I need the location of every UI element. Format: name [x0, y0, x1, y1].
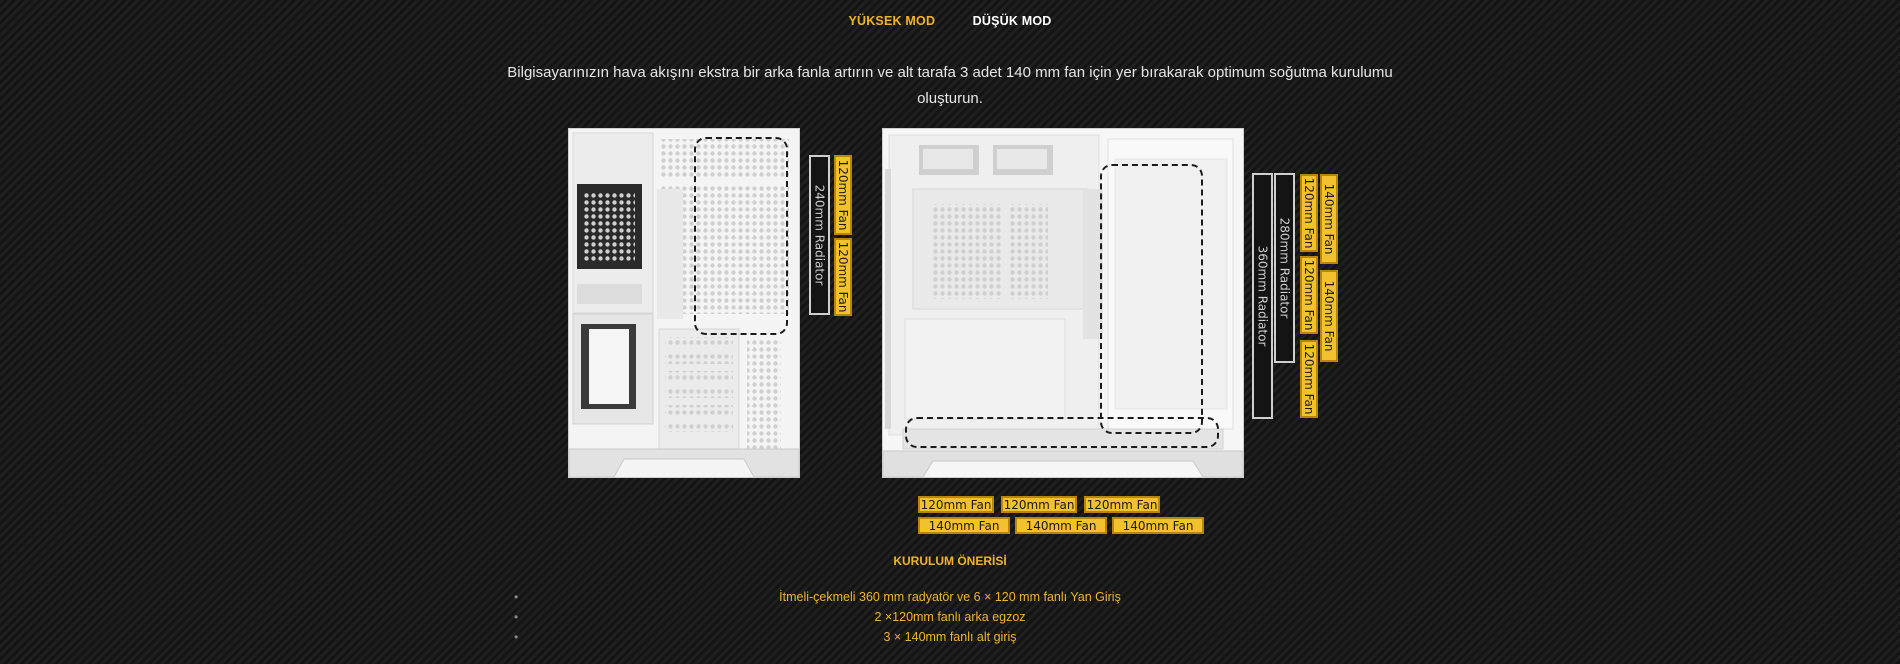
rear-radiator-text: 240mm Radiator [812, 184, 827, 286]
recommendation-title: KURULUM ÖNERİSİ [893, 554, 1007, 568]
rear-fan-text-2: 120mm Fan [836, 241, 850, 313]
side-360-radiator-text: 360mm Radiator [1255, 245, 1270, 347]
case-rear-view-image [568, 128, 800, 478]
bottom-120-fan-label-1: 120mm Fan [918, 496, 994, 513]
recommendation-item-1: İtmeli-çekmeli 360 mm radyatör ve 6 × 12… [0, 587, 1900, 607]
bottom-140-fan-label-2: 140mm Fan [1015, 517, 1107, 534]
rear-fan-zone-outline [694, 137, 788, 335]
side-120-fan-label-2: 120mm Fan [1300, 256, 1318, 334]
case-side-view-image [882, 128, 1244, 478]
side-120-fan-text-2: 120mm Fan [1302, 259, 1316, 331]
side-140-fan-label-1: 140mm Fan [1320, 174, 1338, 264]
bottom-140-fan-label-3: 140mm Fan [1112, 517, 1204, 534]
side-120-fan-text-1: 120mm Fan [1302, 177, 1316, 249]
side-280-radiator-text: 280mm Radiator [1277, 217, 1292, 319]
side-140-fan-text-2: 140mm Fan [1322, 280, 1336, 352]
side-140-fan-label-2: 140mm Fan [1320, 270, 1338, 362]
mode-tabs: YÜKSEK MOD DÜŞÜK MOD [0, 14, 1900, 28]
bottom-fan-zone-outline [905, 417, 1219, 448]
rear-fan-label-2: 120mm Fan [834, 238, 852, 316]
tab-high-mode[interactable]: YÜKSEK MOD [848, 14, 936, 28]
bottom-140-fan-label-1: 140mm Fan [918, 517, 1010, 534]
rear-fan-label-1: 120mm Fan [834, 155, 852, 235]
side-140-fan-text-1: 140mm Fan [1322, 183, 1336, 255]
side-120-fan-label-3: 120mm Fan [1300, 340, 1318, 418]
bottom-120-fan-label-2: 120mm Fan [1001, 496, 1077, 513]
recommendation-item-3: 3 × 140mm fanlı alt giriş [0, 627, 1900, 647]
mode-description: Bilgisayarınızın hava akışını ekstra bir… [507, 64, 1393, 107]
side-280-radiator-label: 280mm Radiator [1274, 173, 1295, 363]
bottom-120-fan-label-3: 120mm Fan [1084, 496, 1160, 513]
recommendation-item-2: 2 ×120mm fanlı arka egzoz [0, 607, 1900, 627]
recommendation-list: İtmeli-çekmeli 360 mm radyatör ve 6 × 12… [0, 587, 1900, 647]
side-120-fan-text-3: 120mm Fan [1302, 343, 1316, 415]
side-fan-zone-outline [1100, 164, 1203, 434]
side-360-radiator-label: 360mm Radiator [1252, 173, 1273, 419]
rear-fan-text-1: 120mm Fan [836, 159, 850, 231]
rear-radiator-label: 240mm Radiator [809, 155, 830, 315]
side-120-fan-label-1: 120mm Fan [1300, 174, 1318, 252]
tab-low-mode[interactable]: DÜŞÜK MOD [972, 14, 1052, 28]
